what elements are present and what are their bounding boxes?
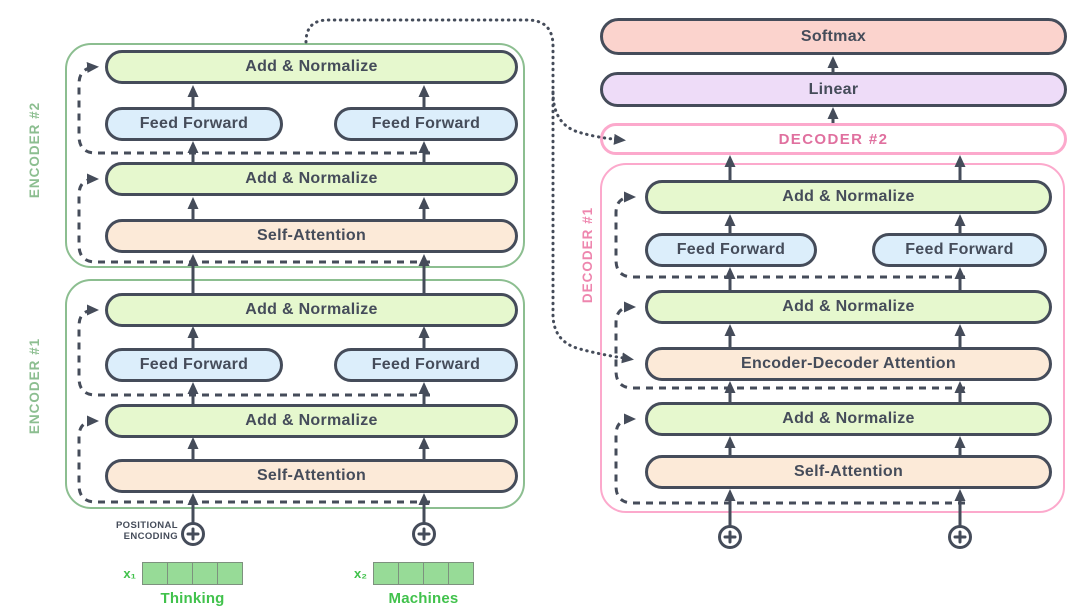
decoder1-add-normalize-2: Add & Normalize	[645, 290, 1052, 324]
positional-add-icon	[181, 522, 205, 546]
positional-add-icon	[948, 525, 972, 549]
positional-encoding-caption: POSITIONAL ENCODING	[86, 520, 178, 542]
softmax-pill: Softmax	[600, 18, 1067, 55]
encoder-2-label: ENCODER #2	[26, 101, 42, 199]
positional-encoding-line2: ENCODING	[123, 531, 178, 542]
embedding-cell	[218, 563, 242, 584]
decoder1-add-normalize-1: Add & Normalize	[645, 402, 1052, 436]
encoder2-feed-forward-left: Feed Forward	[105, 107, 283, 141]
x2-label: x₂	[353, 566, 367, 581]
embedding-vector-x1	[142, 562, 243, 585]
positional-encoding-line1: POSITIONAL	[115, 520, 178, 531]
embedding-cell	[424, 563, 449, 584]
encoder-1-label: ENCODER #1	[26, 337, 42, 435]
embedding-cell	[374, 563, 399, 584]
encoder1-self-attention: Self-Attention	[105, 459, 518, 493]
encoder2-add-normalize-1: Add & Normalize	[105, 162, 518, 196]
embedding-cell	[143, 563, 168, 584]
positional-add-icon	[412, 522, 436, 546]
decoder1-feed-forward-right: Feed Forward	[872, 233, 1047, 267]
embedding-cell	[193, 563, 218, 584]
x1-label: x₁	[123, 566, 136, 581]
embedding-cell	[449, 563, 473, 584]
encoder2-feed-forward-right: Feed Forward	[334, 107, 518, 141]
token-2-label: Machines	[388, 590, 459, 607]
encoder1-add-normalize-1: Add & Normalize	[105, 404, 518, 438]
embedding-cell	[168, 563, 193, 584]
decoder1-self-attention: Self-Attention	[645, 455, 1052, 489]
decoder-2-pill: DECODER #2	[600, 123, 1067, 155]
encoder2-self-attention: Self-Attention	[105, 219, 518, 253]
decoder1-feed-forward-left: Feed Forward	[645, 233, 817, 267]
encoder1-add-normalize-2: Add & Normalize	[105, 293, 518, 327]
positional-add-icon	[718, 525, 742, 549]
embedding-vector-x2	[373, 562, 474, 585]
token-1-label: Thinking	[160, 590, 225, 607]
decoder-1-label: DECODER #1	[579, 206, 595, 304]
decoder1-add-normalize-3: Add & Normalize	[645, 180, 1052, 214]
encoder1-feed-forward-right: Feed Forward	[334, 348, 518, 382]
encoder2-add-normalize-2: Add & Normalize	[105, 50, 518, 84]
decoder1-encoder-decoder-attention: Encoder-Decoder Attention	[645, 347, 1052, 381]
encoder1-feed-forward-left: Feed Forward	[105, 348, 283, 382]
encoder-1-box	[65, 279, 525, 509]
linear-pill: Linear	[600, 72, 1067, 107]
embedding-cell	[399, 563, 424, 584]
